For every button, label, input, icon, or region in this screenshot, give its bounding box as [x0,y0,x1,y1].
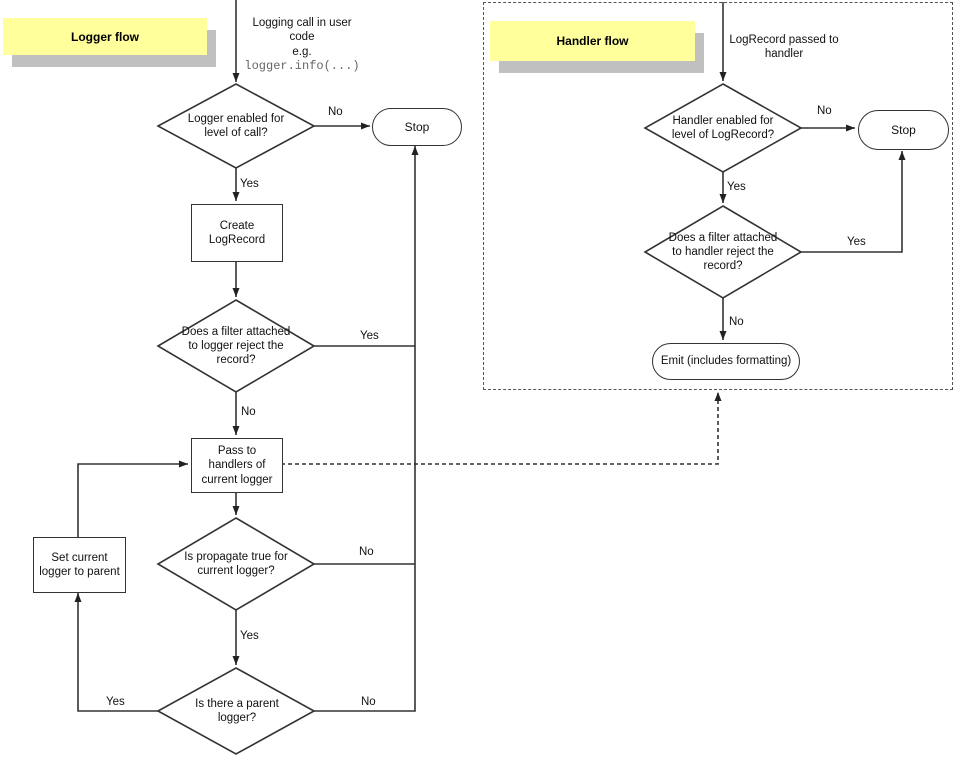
edge-set-to-pass [77,460,188,537]
edge-label-enabled-no: No [328,106,343,118]
logger-enabled-label: Logger enabled for level of call? [187,112,285,139]
logger-stop-node: Stop [372,108,462,146]
edge-label-parent-no: No [361,696,376,708]
edge-label-filter-no: No [241,406,256,418]
edge-label-filter-yes: Yes [360,330,379,342]
handler-entry-text: LogRecord passed to handler [729,34,839,61]
logger-enabled-diamond [156,83,316,169]
logger-propagate-diamond [156,517,316,611]
edge-hfilter-yes-stop [801,151,906,253]
handler-filter-label: Does a filter attached to handler reject… [668,231,778,273]
handler-flow-box [483,2,953,390]
edge-parent-yes-set [74,593,158,712]
edge-label-parent-yes: Yes [106,696,125,708]
handler-filter-diamond [643,205,803,299]
logger-entry-code: logger.info(...) [244,59,360,74]
edge-pass-to-handler-flow [281,392,722,465]
handler-stop-node: Stop [858,110,949,150]
handler-flow-title-note: Handler flow [490,21,695,61]
edge-label-hfilter-yes: Yes [847,236,866,248]
pass-to-handlers-box: Pass to handlers of current logger [191,438,283,493]
logger-propagate-label: Is propagate true for current logger? [184,550,288,577]
logger-flow-title-note: Logger flow [3,18,207,55]
emit-node: Emit (includes formatting) [652,343,800,380]
logger-filter-diamond [156,299,316,393]
handler-enabled-diamond [643,83,803,173]
edge-label-henabled-yes: Yes [727,181,746,193]
handler-enabled-label: Handler enabled for level of LogRecord? [671,114,775,141]
edge-label-henabled-no: No [817,105,832,117]
logger-entry-text: Logging call in user code e.g. [252,17,352,58]
logger-parent-diamond [156,667,316,755]
edge-label-enabled-yes: Yes [240,178,259,190]
set-current-logger-box: Set current logger to parent [33,537,126,593]
create-logrecord-box: Create LogRecord [191,204,283,262]
logger-filter-label: Does a filter attached to logger reject … [181,325,291,367]
handler-entry-caption: LogRecord passed to handler [726,33,842,62]
edge-parent-no-stop [314,146,419,712]
edge-label-propagate-no: No [359,546,374,558]
edge-label-propagate-yes: Yes [240,630,259,642]
logger-entry-caption: Logging call in user code e.g. logger.in… [241,16,363,73]
logger-parent-label: Is there a parent logger? [195,697,279,724]
edge-label-hfilter-no: No [729,316,744,328]
